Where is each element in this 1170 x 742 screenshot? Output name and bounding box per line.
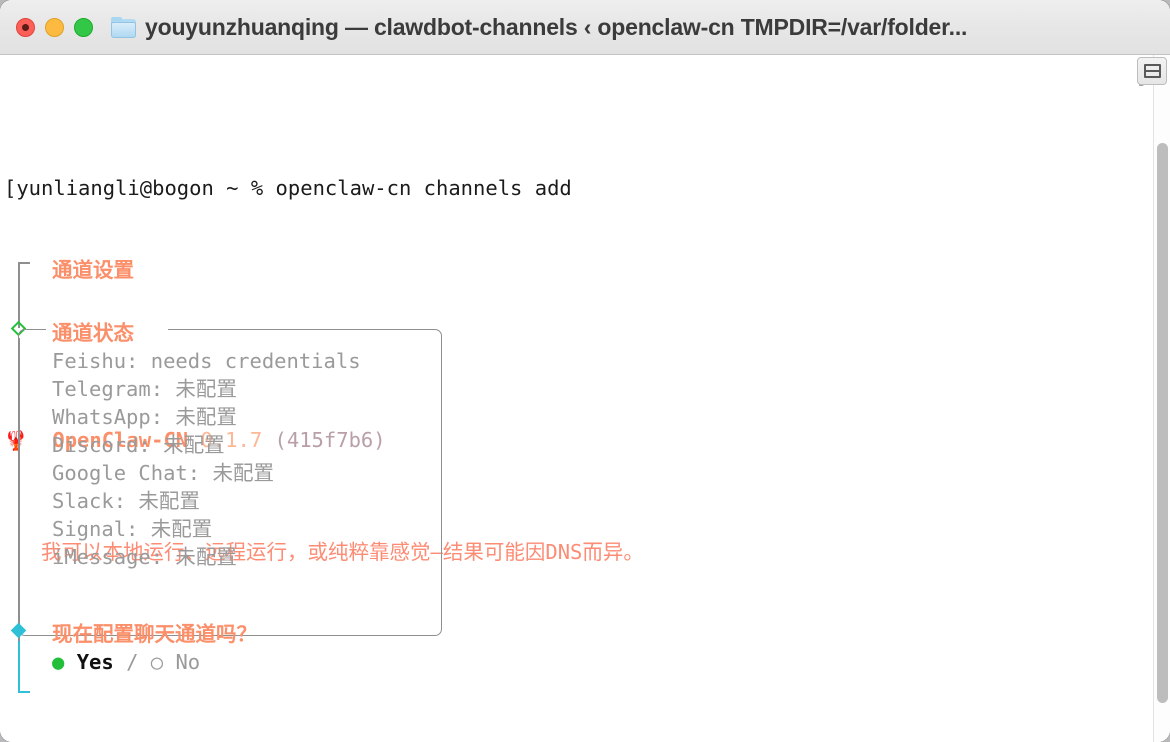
app-name: OpenClaw-CN — [52, 428, 189, 452]
confirm-options[interactable]: ● Yes / ○ No — [52, 648, 200, 676]
scrollbar-thumb[interactable] — [1157, 143, 1168, 703]
prompt-bracket-open: [ — [4, 176, 17, 200]
yes-option-label[interactable]: Yes — [76, 650, 114, 674]
prompt-cwd: ~ — [226, 176, 239, 200]
channel-status-row: Slack: 未配置 — [52, 489, 200, 513]
split-pane-button[interactable] — [1137, 57, 1167, 85]
channel-status-box — [18, 329, 442, 636]
block-rail-top — [18, 262, 20, 328]
terminal-output: [yunliangli@bogon ~ % openclaw-cn channe… — [0, 55, 1130, 742]
banner-line: 🦞 OpenClaw-CN 0.1.7 (415f7b6) — [4, 426, 1130, 454]
block-rail-bottom — [18, 641, 20, 693]
traffic-lights — [16, 17, 93, 37]
close-button[interactable] — [16, 17, 35, 37]
terminal-body[interactable]: [yunliangli@bogon ~ % openclaw-cn channe… — [0, 55, 1170, 742]
block-corner-bottom — [18, 691, 30, 693]
prompt-command: openclaw-cn channels add — [275, 176, 572, 200]
no-option-label[interactable]: No — [175, 650, 201, 674]
app-tagline: 我可以本地运行、远程运行，或纯粹靠感觉—结果可能因DNS而异。 — [41, 540, 644, 564]
shell-prompt-line: [yunliangli@bogon ~ % openclaw-cn channe… — [4, 174, 1130, 202]
close-icon — [22, 23, 29, 31]
window-titlebar[interactable]: youyunzhuanqing — clawdbot-channels ‹ op… — [0, 0, 1170, 55]
channel-status-row: Feishu: needs credentials — [52, 349, 361, 373]
channel-status-row: Signal: 未配置 — [52, 517, 213, 541]
minimize-button[interactable] — [45, 17, 64, 37]
block-corner-top — [18, 262, 30, 264]
vertical-scrollbar[interactable] — [1153, 55, 1170, 742]
section-label-channel-status: 通道状态 — [52, 321, 134, 345]
channel-status-row: Discord: 未配置 — [52, 433, 225, 457]
options-separator: / — [126, 650, 139, 674]
window-title: youyunzhuanqing — clawdbot-channels ‹ op… — [145, 13, 968, 40]
confirm-question: 现在配置聊天通道吗？ — [52, 622, 257, 646]
prompt-sigil: % — [250, 176, 264, 200]
folder-icon — [111, 16, 136, 38]
split-pane-icon — [1143, 64, 1161, 78]
box-title-mask — [46, 323, 168, 337]
channel-status-row: iMessage: 未配置 — [52, 545, 237, 569]
block-rail-mid — [18, 338, 20, 678]
prompt-user-host: yunliangli@bogon — [16, 176, 214, 200]
banner-tagline-line: 我可以本地运行、远程运行，或纯粹靠感觉—结果可能因DNS而异。 — [4, 538, 1130, 566]
channel-status-row: Google Chat: 未配置 — [52, 461, 274, 485]
app-version: 0.1.7 — [200, 428, 263, 452]
app-commit: (415f7b6) — [274, 428, 386, 452]
lobster-icon: 🦞 — [4, 430, 28, 452]
yes-bullet-icon[interactable]: ● — [52, 650, 65, 674]
channel-status-row: Telegram: 未配置 — [52, 377, 237, 401]
window-title-group: youyunzhuanqing — clawdbot-channels ‹ op… — [111, 14, 1170, 41]
section-label-channel-setup: 通道设置 — [52, 258, 134, 282]
channel-status-row: WhatsApp: 未配置 — [52, 405, 237, 429]
zoom-button[interactable] — [74, 17, 93, 37]
no-bullet-icon[interactable]: ○ — [150, 650, 164, 674]
